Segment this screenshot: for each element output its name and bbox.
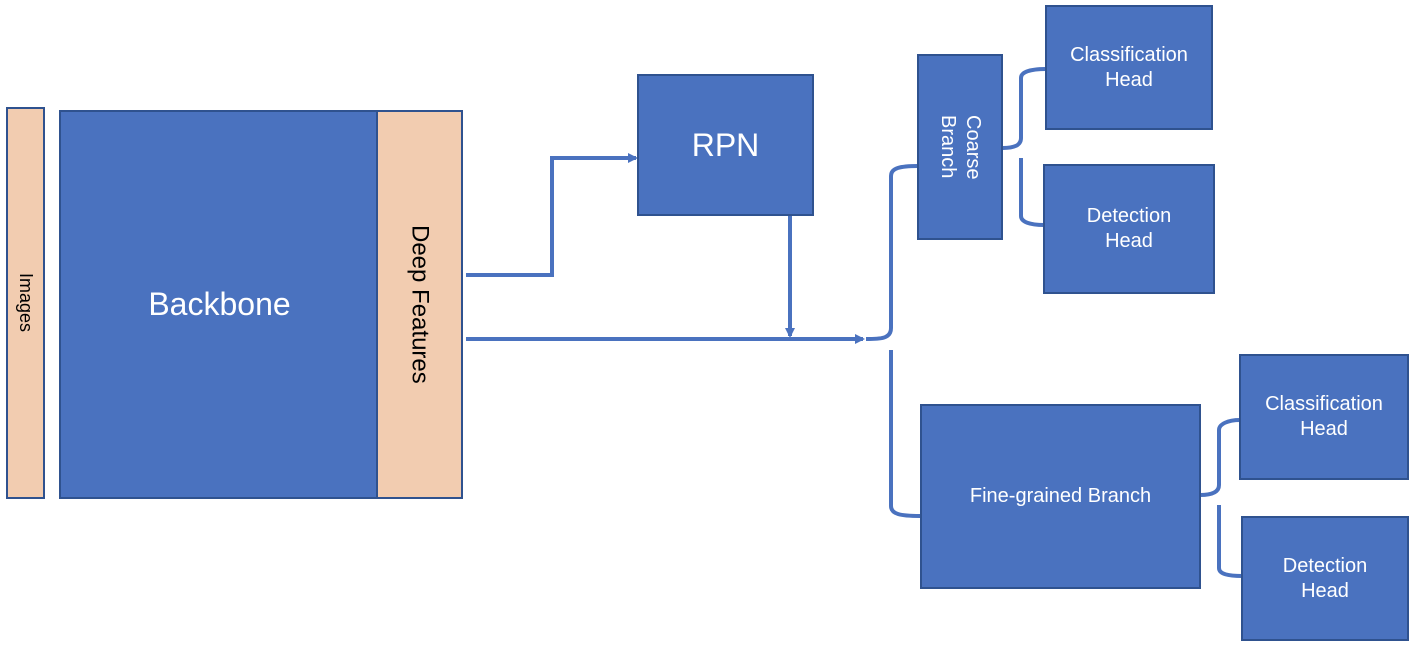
- fine-classification-head-label: Classification Head: [1265, 393, 1383, 440]
- arrow-features-to-rpn: [466, 153, 638, 277]
- coarse-branch-block: Coarse Branch: [917, 54, 1003, 240]
- brace-coarse-heads: [1002, 67, 1047, 227]
- coarse-detection-head-label: Detection Head: [1086, 205, 1172, 252]
- coarse-classification-head-label: Classification Head: [1070, 43, 1188, 91]
- backbone-label: Backbone: [148, 286, 291, 322]
- rpn-label: RPN: [691, 126, 760, 163]
- fine-grained-branch-block: Fine-grained Branch: [920, 404, 1201, 589]
- fine-detection-head-label: Detection Head: [1282, 554, 1368, 602]
- fine-grained-branch-label: Fine-grained Branch: [969, 485, 1152, 507]
- brace-fine-heads: [1199, 418, 1243, 578]
- images-block: Images: [6, 107, 45, 499]
- coarse-classification-head-block: Classification Head: [1045, 5, 1213, 130]
- backbone-block: Backbone: [59, 110, 380, 499]
- fine-classification-head-block: Classification Head: [1239, 354, 1409, 480]
- coarse-branch-label: Coarse Branch: [937, 114, 984, 180]
- fine-detection-head-block: Detection Head: [1241, 516, 1409, 641]
- images-label: Images: [16, 273, 36, 333]
- deep-features-label: Deep Features: [406, 225, 434, 384]
- deep-features-block: Deep Features: [376, 110, 463, 499]
- rpn-block: RPN: [637, 74, 814, 216]
- coarse-detection-head-block: Detection Head: [1043, 164, 1215, 294]
- brace-branches: [865, 164, 921, 518]
